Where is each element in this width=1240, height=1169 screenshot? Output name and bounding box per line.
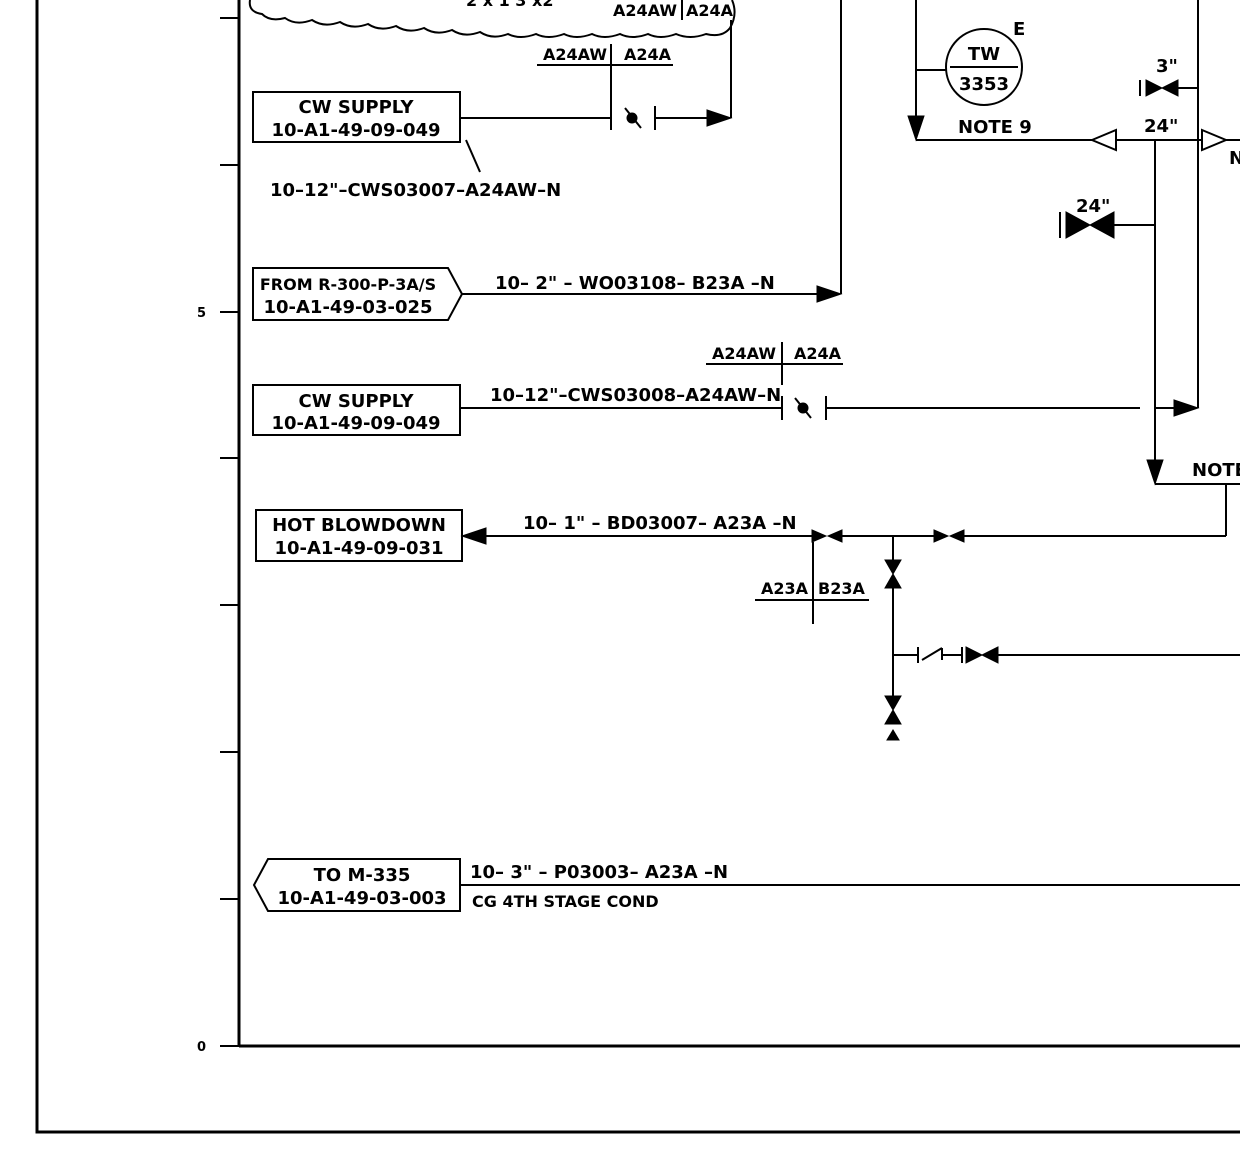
revision-cloud [248,0,736,38]
to-m335-ref: 10-A1-49-03-003 [277,888,446,909]
cw-supply-1-line-number: 10–12"–CWS03007–A24AW–N [270,180,561,201]
gate-valve-icon [884,695,902,712]
top-valve-size-label: 3" [1156,56,1178,77]
cw-supply-1-spec-left: A24AW [543,45,607,64]
gate-valve-icon [1145,79,1164,97]
spec-break-icon [826,529,843,543]
cloud-spec-right: A24A [686,1,734,20]
hot-blowdown-spec-left: A23A [761,579,809,598]
reducer-icon [1201,128,1229,152]
cw-supply-2-spec-left: A24AW [712,344,776,363]
cw-supply-2-spec-right: A24A [794,344,842,363]
cw-supply-2-line-number: 10–12"–CWS03008–A24AW–N [490,385,781,406]
gate-valve-icon [884,572,902,589]
hot-blowdown-title: HOT BLOWDOWN [272,515,446,536]
cw-supply-1-spec-right: A24A [624,45,672,64]
to-m335-line-number: 10– 3" – P03003– A23A –N [470,862,728,883]
cw-supply-2-box[interactable] [252,384,461,436]
from-r300-ref: 10-A1-49-03-025 [263,297,432,318]
grid-frame [220,0,1240,1048]
from-r300-line-number: 10– 2" – WO03108– B23A –N [495,273,775,294]
cw-supply-1-title: CW SUPPLY [299,97,415,118]
flow-arrow-icon [706,109,733,127]
flow-arrow-icon [460,527,487,545]
to-m335-offpage-connector[interactable] [252,858,461,912]
to-m335-service: CG 4TH STAGE COND [472,892,659,911]
cw-supply-2-title: CW SUPPLY [299,391,415,412]
butterfly-valve-icon [781,396,827,420]
instrument-tag-letters: TW [968,44,1000,65]
hot-blowdown-ref: 10-A1-49-09-031 [274,538,443,559]
to-m335-title: TO M-335 [314,865,411,886]
grid-tick-label-5: 5 [197,306,206,321]
flow-arrow-icon [1146,459,1164,486]
spec-break-icon [948,529,965,543]
spec-break-icon [933,529,950,543]
hot-blowdown-spec-right: B23A [818,579,865,598]
gate-valve-icon [1065,211,1092,239]
notes-edge-letter: N [1229,148,1240,169]
flow-arrow-icon [907,115,925,142]
check-valve-icon [917,647,963,663]
cloud-partial-text: 2 x 1 3 x2 [466,0,553,10]
drain-cap-icon [886,729,900,741]
flow-arrow-icon [1173,399,1200,417]
hot-blowdown-line-number: 10– 1" – BD03007– A23A –N [523,513,797,534]
hot-blowdown-box[interactable] [255,509,463,562]
gate-valve-icon [884,559,902,576]
cw-supply-1-ref: 10-A1-49-09-049 [271,120,440,141]
header-size-label: 24" [1144,116,1178,137]
from-r300-title: FROM R-300-P-3A/S [260,275,436,294]
gate-valve-icon [965,646,984,664]
spec-break-icon [811,529,828,543]
right-note-label: NOTE [1192,460,1240,481]
gate-valve-icon [1160,79,1179,97]
from-r300-offpage-connector[interactable] [252,267,464,321]
side-valve-size-label: 24" [1076,196,1110,217]
cw-supply-2-ref: 10-A1-49-09-049 [271,413,440,434]
cloud-spec-left: A24AW [613,1,677,20]
flow-arrow-icon [816,285,843,303]
butterfly-valve-icon [610,106,656,130]
gate-valve-icon [980,646,999,664]
instrument-flag: E [1013,19,1025,40]
sheet-border [35,0,1240,1134]
reducer-icon [1089,128,1117,152]
gate-valve-icon [884,708,902,725]
grid-tick-label-0: 0 [197,1040,206,1055]
instrument-tag-number: 3353 [959,74,1009,95]
instrument-note: NOTE 9 [958,117,1032,138]
